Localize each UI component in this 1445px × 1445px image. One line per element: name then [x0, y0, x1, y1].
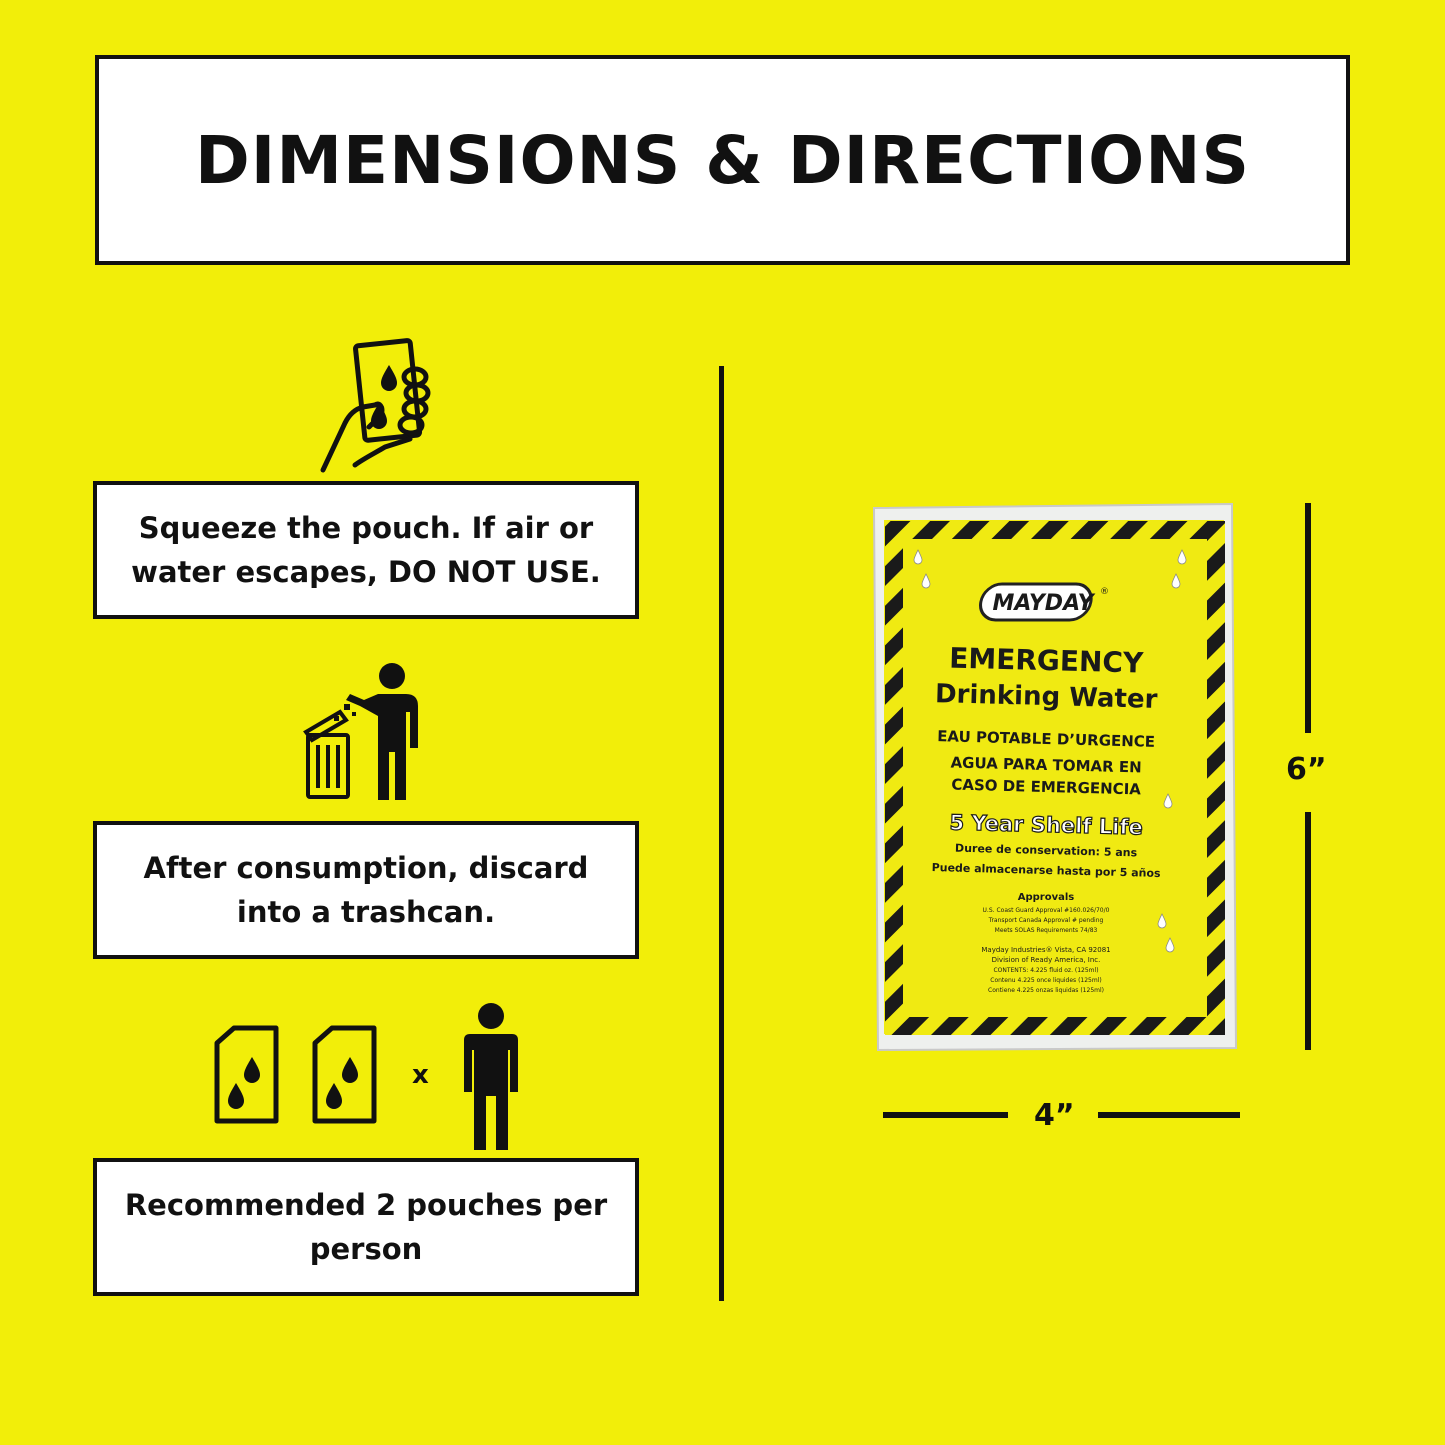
pouch-brand: MAYDAY	[992, 591, 1095, 616]
pouch-line1: EMERGENCY	[949, 641, 1145, 679]
person-icon	[464, 1003, 518, 1150]
step-squeeze-text: Squeeze the pouch. If air or water escap…	[131, 511, 601, 589]
pouch-approval1: U.S. Coast Guard Approval #160.026/70/0	[983, 907, 1110, 914]
person-trashcan-icon	[303, 663, 418, 800]
pouch-contents2: Contenu 4.225 once liquides (125ml)	[990, 977, 1101, 984]
height-line-top	[1305, 503, 1311, 733]
width-label: 4”	[1034, 1098, 1075, 1133]
pouch-icon-2	[312, 1025, 377, 1124]
pouch-registered: ®	[1100, 587, 1109, 597]
pouch-contents1: CONTENTS: 4.225 fluid oz. (125ml)	[993, 967, 1098, 974]
step-recommend-text: Recommended 2 pouches per person	[124, 1188, 608, 1266]
pouch-maker2: Division of Ready America, Inc.	[992, 956, 1101, 964]
pouch-spanish2: CASO DE EMERGENCIA	[951, 776, 1141, 799]
pouch-approval3: Meets SOLAS Requirements 74/83	[995, 927, 1098, 934]
page-title: DIMENSIONS & DIRECTIONS	[195, 121, 1250, 199]
width-line-left	[883, 1112, 1008, 1118]
step-discard-text: After consumption, discard into a trashc…	[143, 851, 589, 929]
pouch-contents3: Contiene 4.225 onzas liquidas (125ml)	[988, 987, 1104, 994]
pouch-approvals-title: Approvals	[1018, 892, 1075, 903]
width-line-right	[1098, 1112, 1240, 1118]
pouch-french: EAU POTABLE D’URGENCE	[937, 727, 1155, 751]
pouch-line2: Drinking Water	[935, 679, 1158, 715]
pouch-shelf-es: Puede almacenarse hasta por 5 años	[931, 861, 1161, 880]
title-banner: DIMENSIONS & DIRECTIONS	[95, 55, 1350, 265]
multiplier-sign: x	[412, 1060, 429, 1090]
step-recommend-box: Recommended 2 pouches per person	[93, 1158, 639, 1296]
pouch-approval2: Transport Canada Approval # pending	[988, 917, 1104, 924]
pouch-maker1: Mayday Industries® Vista, CA 92081	[981, 946, 1110, 954]
step-squeeze-box: Squeeze the pouch. If air or water escap…	[93, 481, 639, 619]
hand-squeeze-pouch-icon	[320, 338, 431, 473]
pouch-shelf: 5 Year Shelf Life	[949, 810, 1143, 839]
height-line-bottom	[1305, 812, 1311, 1050]
step-discard-box: After consumption, discard into a trashc…	[93, 821, 639, 959]
pouch-icon-1	[214, 1025, 279, 1124]
pouch-spanish1: AGUA PARA TOMAR EN	[950, 754, 1142, 777]
column-divider	[719, 366, 724, 1301]
emergency-water-pouch: MAYDAY ® EMERGENCY Drinking Water EAU PO…	[872, 502, 1238, 1052]
pouch-shelf-fr: Duree de conservation: 5 ans	[955, 842, 1138, 860]
height-label: 6”	[1286, 752, 1327, 787]
